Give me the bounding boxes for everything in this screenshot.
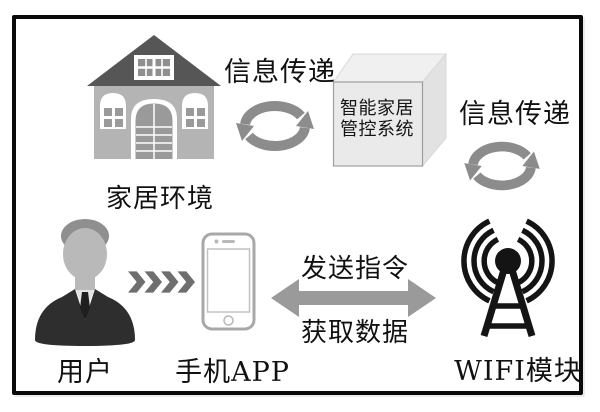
- smartphone-icon: [201, 232, 256, 331]
- double-arrow-icon: [271, 279, 436, 317]
- user-label: 用户: [57, 357, 113, 388]
- fetch-data-label: 获取数据: [300, 318, 409, 348]
- chevron-arrows-icon: [128, 271, 195, 293]
- house-icon: [87, 35, 221, 159]
- person-icon: [35, 219, 135, 346]
- phone-app-label: 手机APP: [175, 357, 290, 388]
- smart-home-system-label-line1: 智能家居: [340, 98, 414, 119]
- antenna-icon: [461, 218, 555, 338]
- diagram-border: [12, 15, 583, 395]
- smart-home-system-label: 智能家居 管控系统: [334, 98, 420, 140]
- cycle-arrows-icon: [464, 141, 540, 191]
- smart-home-system-label-line2: 管控系统: [340, 119, 414, 140]
- cube-icon: [332, 52, 448, 168]
- info-transfer-right-label: 信息传递: [459, 99, 571, 130]
- cycle-arrows-icon: [236, 100, 314, 152]
- home-environment-label: 家居环境: [105, 184, 214, 214]
- wifi-module-label: WIFI模块: [454, 356, 582, 387]
- send-command-label: 发送指令: [300, 254, 409, 284]
- info-transfer-left-label: 信息传递: [224, 57, 336, 88]
